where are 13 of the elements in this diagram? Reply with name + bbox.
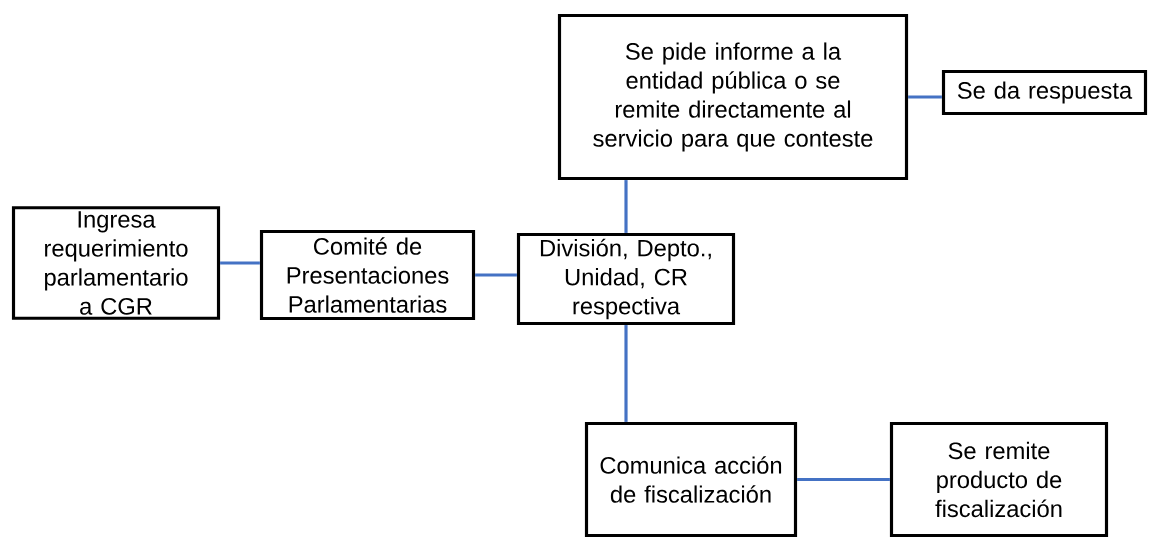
connector-line bbox=[624, 180, 628, 233]
process-box: Se da respuesta bbox=[941, 69, 1148, 116]
connector-line bbox=[797, 477, 890, 482]
process-box: División, Depto., Unidad, CR respectiva bbox=[516, 232, 736, 326]
process-box: Ingresa requerimiento parlamentario a CGR bbox=[11, 206, 221, 320]
connector-line bbox=[475, 273, 517, 277]
connector-line bbox=[908, 95, 942, 99]
process-box: Comunica acción de fiscalización bbox=[584, 421, 798, 538]
connector-line bbox=[624, 325, 628, 422]
process-box: Comité de Presentaciones Parlamentarias bbox=[259, 229, 476, 321]
process-box: Se remite producto de fiscalización bbox=[889, 421, 1109, 538]
process-box: Se pide informe a la entidad pública o se remite directamente al servicio para que conteste bbox=[557, 13, 909, 181]
connector-line bbox=[220, 261, 260, 265]
